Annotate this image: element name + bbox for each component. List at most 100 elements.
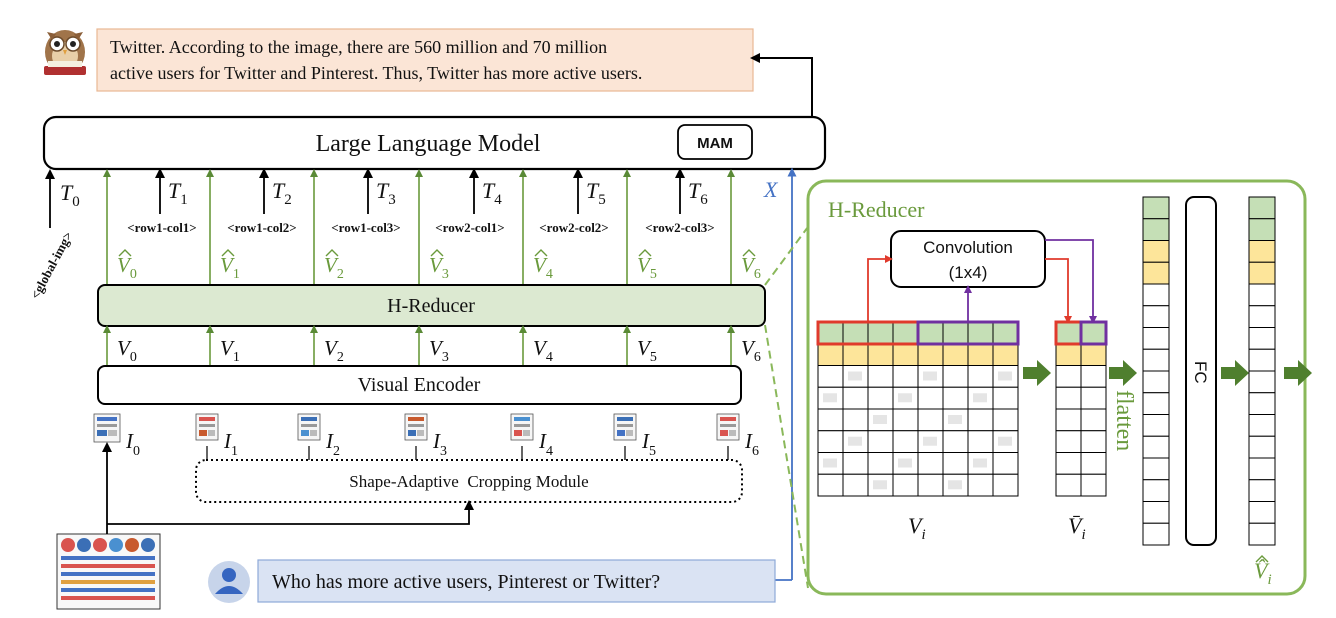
green-block-arrow-4 bbox=[1284, 360, 1312, 386]
flat-col-cell bbox=[1142, 435, 1170, 459]
out-col-cell bbox=[1248, 240, 1276, 263]
v2-subscript: 2 bbox=[337, 350, 344, 365]
vbar-cell bbox=[1080, 473, 1107, 497]
v3-symbol: V bbox=[429, 336, 444, 360]
t0-symbol: T bbox=[60, 180, 74, 205]
out-col-cell bbox=[1248, 327, 1276, 350]
vbar-label: V̄i bbox=[1068, 513, 1086, 543]
vi-cell bbox=[917, 386, 944, 410]
v2-symbol: V bbox=[324, 336, 339, 360]
vi-cell bbox=[992, 321, 1019, 345]
llm-to-answer-arrow bbox=[750, 53, 813, 117]
vbar-cell bbox=[1080, 408, 1107, 432]
t3-label: T3 bbox=[376, 178, 396, 208]
vi-texture bbox=[898, 458, 912, 468]
flat-col-cell bbox=[1142, 305, 1170, 328]
llm-label: Large Language Model bbox=[316, 131, 541, 157]
v1-subscript: 1 bbox=[233, 350, 240, 365]
t3-symbol: T bbox=[376, 178, 390, 203]
vi-cell bbox=[992, 386, 1019, 410]
vi-cell bbox=[817, 343, 844, 366]
t2-label: T2 bbox=[272, 178, 292, 208]
image-crop-4 bbox=[510, 413, 534, 460]
t2-symbol: T bbox=[272, 178, 286, 203]
vhat5-symbol: V bbox=[637, 253, 652, 277]
vhat6-hat bbox=[742, 249, 756, 257]
x-label: X bbox=[763, 177, 779, 202]
vi-texture bbox=[948, 415, 962, 424]
answer-box bbox=[96, 28, 754, 92]
vi-cell bbox=[867, 365, 894, 388]
out-col-cell bbox=[1248, 392, 1276, 415]
green-block-arrow-2 bbox=[1109, 360, 1137, 386]
out-col-cell bbox=[1248, 522, 1276, 546]
i2-subscript: 2 bbox=[333, 444, 340, 459]
vi-cell bbox=[917, 473, 944, 497]
vi-cell bbox=[992, 408, 1019, 432]
flat-col-cell bbox=[1142, 501, 1170, 524]
i2-label: I2 bbox=[325, 429, 340, 459]
i4-subscript: 4 bbox=[546, 444, 553, 459]
vi-cell bbox=[892, 408, 919, 432]
vi-cell bbox=[967, 473, 994, 497]
v4-subscript: 4 bbox=[546, 350, 553, 365]
vhat3-hat bbox=[430, 249, 444, 257]
v3-subscript: 3 bbox=[442, 350, 449, 365]
out-col-cell bbox=[1248, 435, 1276, 459]
vhat2-symbol: V bbox=[324, 253, 339, 277]
vhat2-subscript: 2 bbox=[337, 267, 344, 282]
vbar-cell bbox=[1055, 452, 1082, 475]
vi-cell bbox=[867, 343, 894, 366]
v0-label: V0 bbox=[117, 336, 137, 365]
vbar-cell bbox=[1055, 430, 1082, 453]
vbar-cell bbox=[1055, 386, 1082, 410]
input-to-cropping-arrow bbox=[107, 500, 474, 525]
t4-subscript: 4 bbox=[494, 192, 502, 208]
mam-box bbox=[677, 124, 753, 160]
i1-label: I1 bbox=[223, 429, 238, 459]
t6-label: T6 bbox=[688, 178, 708, 208]
image-crop-1 bbox=[195, 413, 219, 460]
cropping-module-label: Shape-Adaptive Cropping Module bbox=[349, 472, 588, 491]
vhat4-symbol: V bbox=[533, 253, 548, 277]
vhat1-label: V1 bbox=[220, 253, 240, 282]
out-col-cell bbox=[1248, 414, 1276, 437]
red-arrow-to-conv bbox=[867, 255, 893, 322]
flat-col-cell bbox=[1142, 348, 1170, 372]
i5-label: I5 bbox=[641, 429, 656, 459]
out-col-cell bbox=[1248, 479, 1276, 502]
vi-cell bbox=[867, 430, 894, 453]
t5-symbol: T bbox=[586, 178, 600, 203]
i1-symbol: I bbox=[223, 429, 232, 453]
vhat5-label: V5 bbox=[637, 253, 657, 282]
vi-texture bbox=[848, 371, 862, 381]
vbar-subscript: i bbox=[1081, 527, 1085, 543]
vi-cell bbox=[892, 365, 919, 388]
vbar-cell bbox=[1055, 343, 1082, 366]
out-col-cell bbox=[1248, 196, 1276, 220]
vi-symbol: V bbox=[908, 513, 924, 538]
convolution-label: Convolution bbox=[923, 238, 1013, 257]
v2-label: V2 bbox=[324, 336, 344, 365]
answer-line-1: Twitter. According to the image, there a… bbox=[110, 37, 607, 57]
vi-texture bbox=[898, 393, 912, 403]
t6-subscript: 6 bbox=[700, 192, 708, 208]
out-col-cell bbox=[1248, 305, 1276, 328]
fc-label: FC bbox=[1191, 361, 1210, 384]
i6-symbol: I bbox=[744, 429, 753, 453]
vhat-i-hat bbox=[1255, 555, 1269, 563]
vbar-cell bbox=[1055, 473, 1082, 497]
vi-texture bbox=[973, 393, 987, 403]
vi-cell bbox=[917, 408, 944, 432]
vi-cell bbox=[967, 430, 994, 453]
vi-cell bbox=[817, 365, 844, 388]
question-box bbox=[257, 559, 776, 603]
vi-cell bbox=[867, 321, 894, 345]
vhat0-hat bbox=[118, 249, 132, 257]
t1-label: T1 bbox=[168, 178, 188, 208]
image-crop-3 bbox=[404, 413, 428, 460]
v5-label: V5 bbox=[637, 336, 657, 365]
